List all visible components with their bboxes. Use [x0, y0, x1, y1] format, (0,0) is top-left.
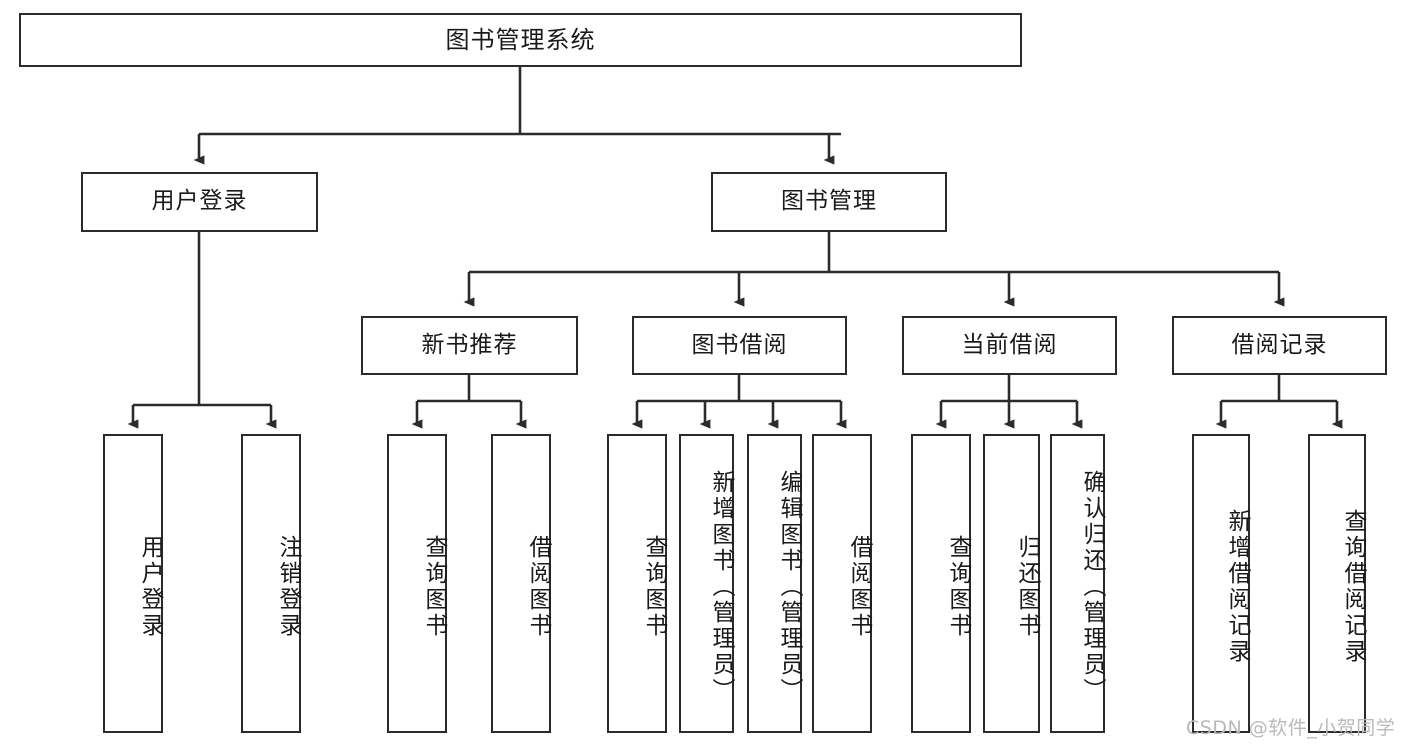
node-label: 借阅记录 — [1231, 331, 1328, 358]
node-root-system[interactable]: 图书管理系统 — [19, 13, 1022, 67]
node-label: 注销登录 — [275, 534, 301, 639]
leaf-add-borrow-record[interactable]: 新增借阅记录 — [1192, 434, 1250, 733]
node-label: 借阅图书 — [525, 534, 551, 639]
node-current-borrow[interactable]: 当前借阅 — [902, 316, 1117, 375]
node-new-book-recommend[interactable]: 新书推荐 — [361, 316, 578, 375]
node-label: 查询图书 — [421, 534, 447, 639]
leaf-new-books-query-book[interactable]: 查询图书 — [387, 434, 447, 733]
leaf-book-borrow-query-book[interactable]: 查询图书 — [607, 434, 667, 733]
leaf-book-borrow-borrow-book[interactable]: 借阅图书 — [812, 434, 872, 733]
leaf-logout[interactable]: 注销登录 — [241, 434, 301, 733]
node-borrow-records[interactable]: 借阅记录 — [1172, 316, 1387, 375]
leaf-user-login[interactable]: 用户登录 — [103, 434, 163, 733]
leaf-new-books-borrow-book[interactable]: 借阅图书 — [491, 434, 551, 733]
node-label: 用户登录 — [137, 534, 163, 639]
node-label: 编辑图书（管理员） — [776, 469, 802, 704]
leaf-current-borrow-confirm-return-admin[interactable]: 确认归还（管理员） — [1050, 434, 1105, 733]
node-label: 查询图书 — [641, 534, 667, 639]
node-user-login[interactable]: 用户登录 — [81, 172, 318, 232]
leaf-book-borrow-add-book-admin[interactable]: 新增图书（管理员） — [679, 434, 734, 733]
node-label: 图书管理系统 — [445, 25, 596, 54]
leaf-book-borrow-edit-book-admin[interactable]: 编辑图书（管理员） — [747, 434, 802, 733]
node-label: 用户登录 — [151, 188, 248, 215]
node-label: 新书推荐 — [421, 331, 518, 358]
leaf-current-borrow-query-book[interactable]: 查询图书 — [911, 434, 971, 733]
node-label: 新增借阅记录 — [1224, 508, 1250, 665]
node-label: 图书管理 — [781, 188, 877, 215]
node-label: 查询借阅记录 — [1340, 508, 1366, 665]
node-label: 当前借阅 — [961, 331, 1058, 358]
leaf-query-borrow-record[interactable]: 查询借阅记录 — [1308, 434, 1366, 733]
node-label: 借阅图书 — [846, 534, 872, 639]
node-label: 归还图书 — [1014, 534, 1040, 639]
node-book-borrow[interactable]: 图书借阅 — [632, 316, 847, 375]
node-label: 确认归还（管理员） — [1079, 469, 1105, 704]
node-label: 图书借阅 — [691, 331, 788, 358]
leaf-current-borrow-return-book[interactable]: 归还图书 — [983, 434, 1040, 733]
node-label: 新增图书（管理员） — [708, 469, 734, 704]
csdn-watermark: CSDN @软件_小贺同学 — [1186, 717, 1396, 739]
node-book-management[interactable]: 图书管理 — [711, 172, 947, 232]
node-label: 查询图书 — [945, 534, 971, 639]
